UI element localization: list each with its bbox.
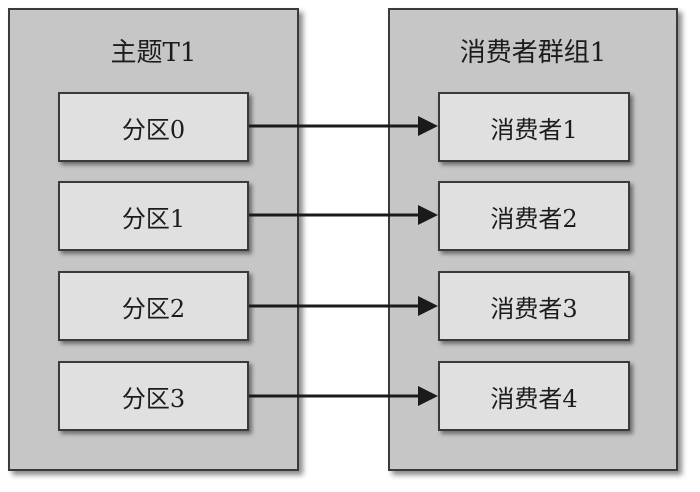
- partition-3-box: 分区3: [58, 361, 249, 431]
- arrow-head-1: [418, 205, 438, 225]
- partition-2-box: 分区2: [58, 271, 249, 341]
- partition-1-box: 分区1: [58, 181, 249, 251]
- arrow-head-2: [418, 296, 438, 316]
- consumer-3-box: 消费者3: [438, 271, 630, 341]
- topic-title: 主题T1: [110, 38, 197, 68]
- consumer-4-box: 消费者4: [438, 361, 630, 431]
- consumer-1-box: 消费者1: [438, 92, 630, 162]
- arrow-head-3: [418, 386, 438, 406]
- partition-0-box: 分区0: [58, 92, 249, 162]
- consumer-group-title: 消费者群组1: [459, 38, 607, 68]
- consumer-2-box: 消费者2: [438, 181, 630, 251]
- arrow-head-0: [418, 116, 438, 136]
